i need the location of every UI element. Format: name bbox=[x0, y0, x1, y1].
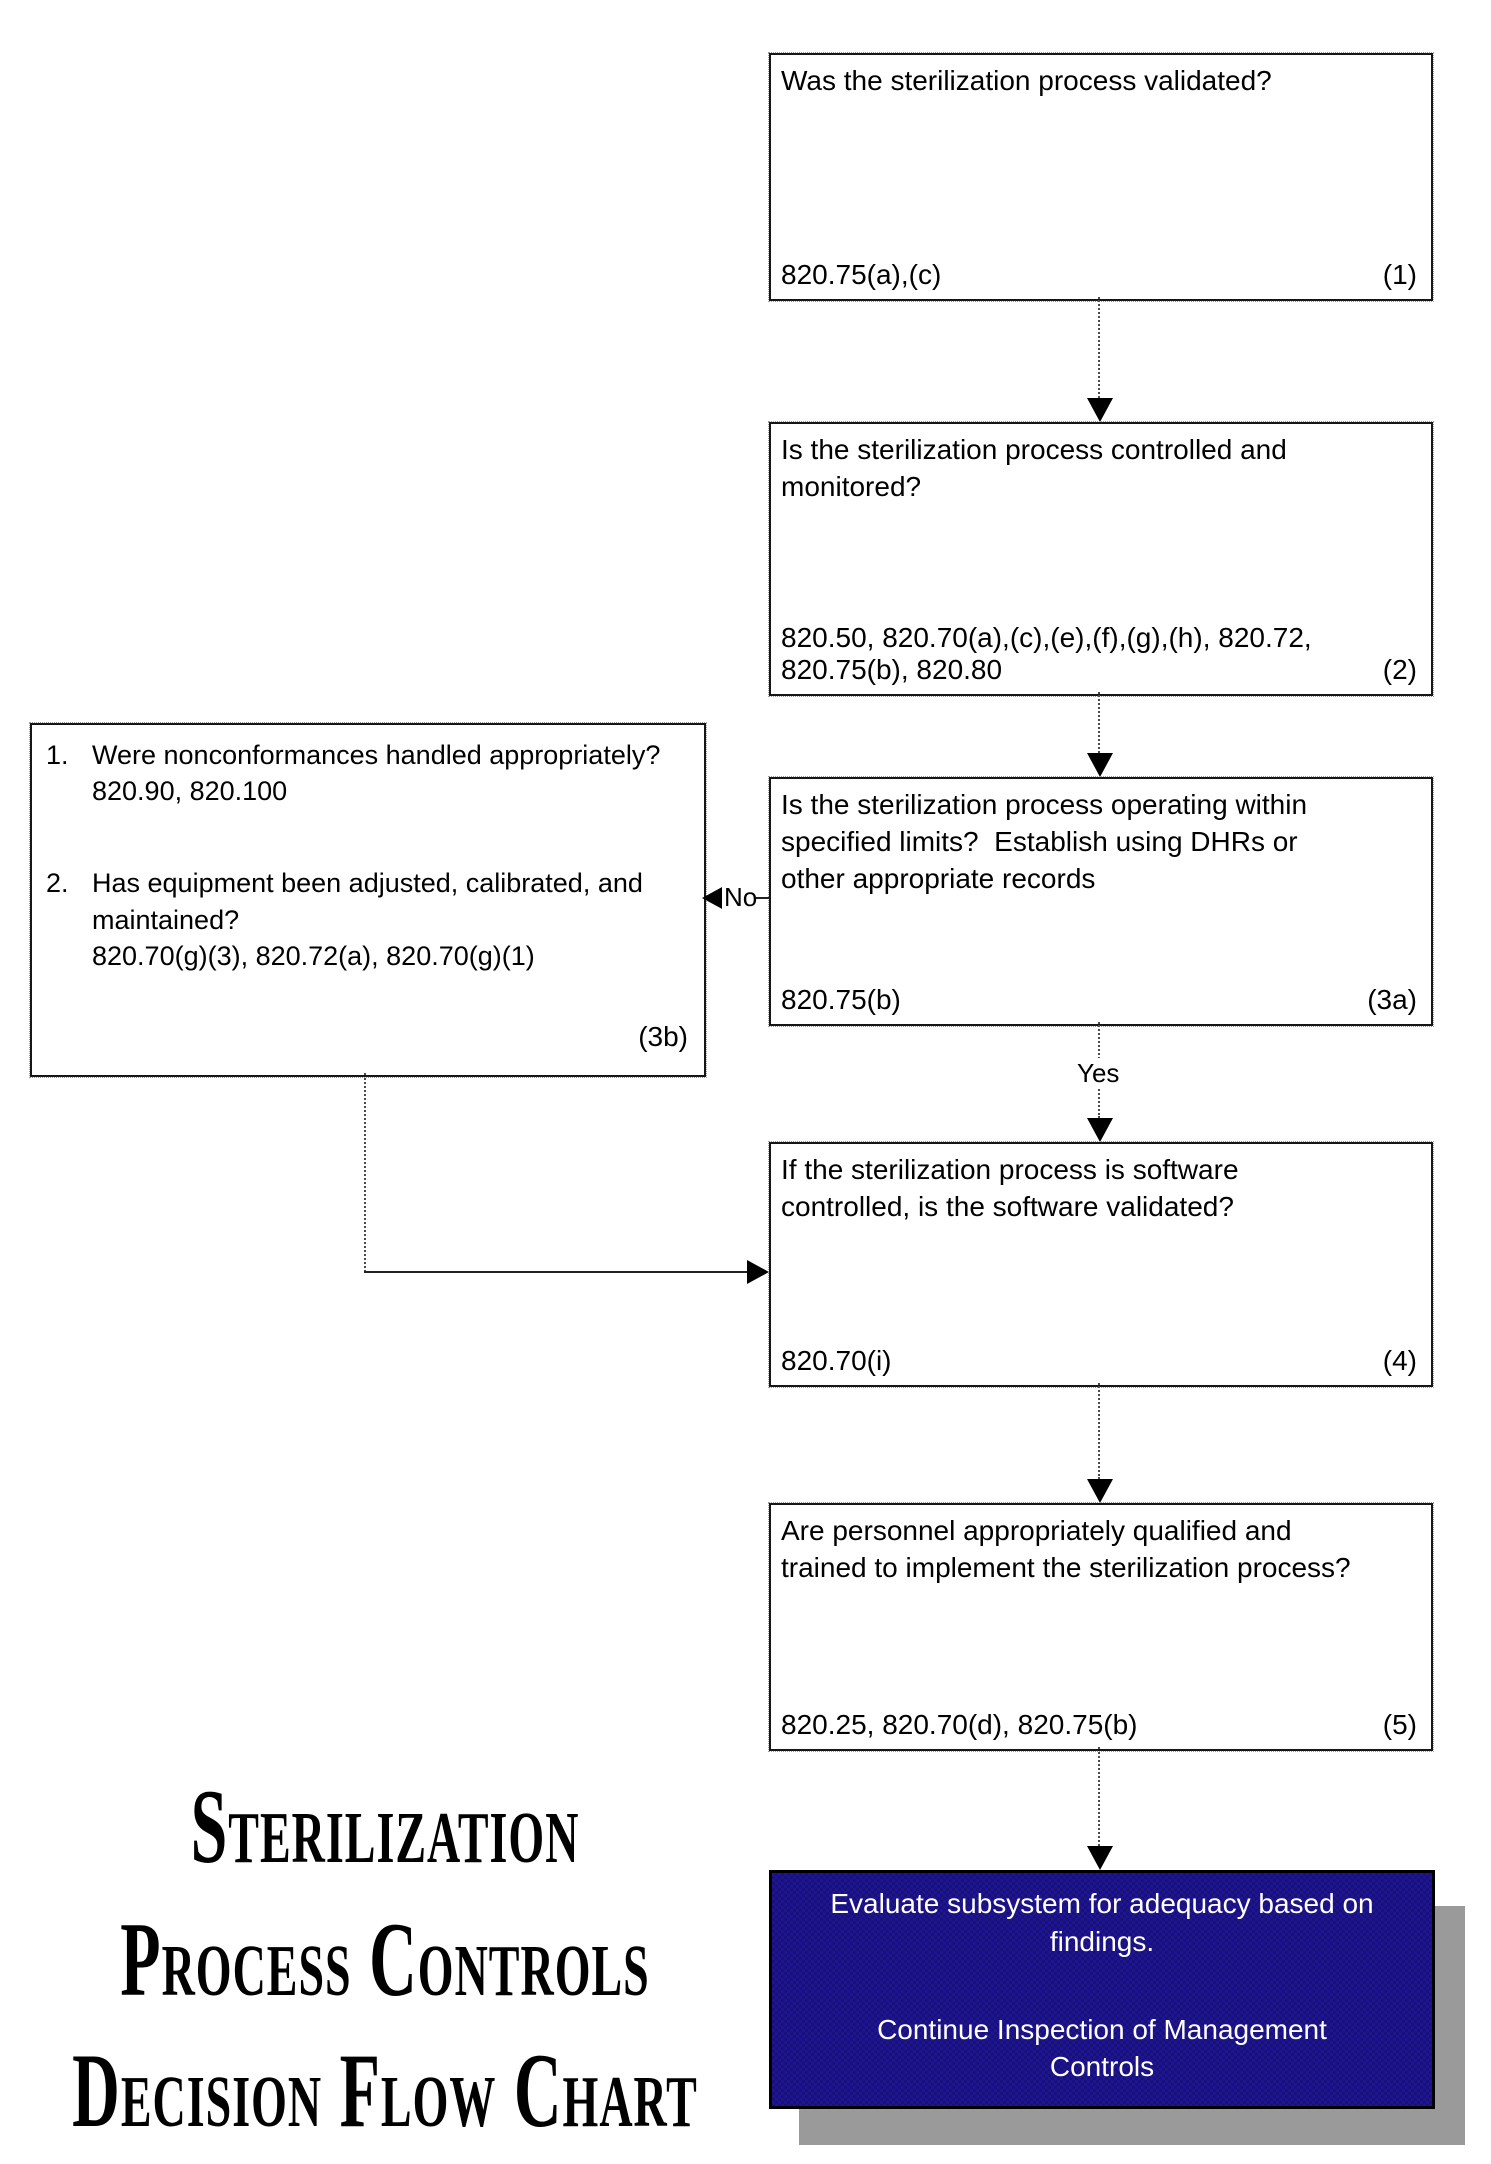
flow-box-3b-nonconformance-equipment: 1. Were nonconformances handled appropri… bbox=[29, 722, 707, 1078]
box5-question: Are personnel appropriately qualified an… bbox=[781, 1515, 1351, 1583]
box4-question: If the sterilization process is software… bbox=[781, 1154, 1239, 1222]
box2-regulation-refs: 820.50, 820.70(a),(c),(e),(f),(g),(h), 8… bbox=[781, 622, 1312, 685]
no-edge-label: No bbox=[722, 882, 760, 913]
chart-title-line-3: Decision Flow Chart bbox=[72, 2033, 698, 2151]
yes-edge-label: Yes bbox=[1072, 1058, 1125, 1089]
box1-question: Was the sterilization process validated? bbox=[781, 65, 1272, 96]
box4-step-number: (4) bbox=[1382, 1345, 1417, 1376]
chart-title-line-1: Sterilization bbox=[190, 1769, 580, 1887]
connector-5-evaluate-line bbox=[1098, 1747, 1100, 1846]
box3b-item2-question: Has equipment been adjusted, calibrated,… bbox=[92, 868, 643, 935]
connector-2-3a-line bbox=[1098, 692, 1100, 753]
box4-regulation-refs: 820.70(i) bbox=[781, 1345, 892, 1376]
continue-inspection-text: Continue Inspection of Management Contro… bbox=[877, 2013, 1327, 2083]
connector-3b-elbow-vertical-line bbox=[364, 1073, 366, 1272]
flow-box-2-controlled-monitored: Is the sterilization process controlled … bbox=[768, 421, 1434, 697]
connector-4-5-line bbox=[1098, 1383, 1100, 1479]
box3b-step-number: (3b) bbox=[638, 1021, 688, 1052]
flow-box-3a-specified-limits: Is the sterilization process operating w… bbox=[768, 776, 1434, 1027]
box3b-item1-regulation-refs: 820.90, 820.100 bbox=[92, 776, 288, 807]
box3a-regulation-refs: 820.75(b) bbox=[781, 984, 901, 1015]
connector-4-5-arrowhead-icon bbox=[1087, 1479, 1113, 1503]
box3a-question: Is the sterilization process operating w… bbox=[781, 789, 1308, 894]
evaluate-findings-text: Evaluate subsystem for adequacy based on… bbox=[830, 1888, 1374, 1957]
box1-step-number: (1) bbox=[1382, 259, 1417, 290]
flow-box-1-validation: Was the sterilization process validated?… bbox=[768, 52, 1434, 302]
connector-3b-elbow-horizontal-line bbox=[364, 1271, 747, 1273]
no-edge-line bbox=[756, 897, 769, 899]
connector-5-evaluate-arrowhead-icon bbox=[1087, 1846, 1113, 1870]
box3b-item-2: 2. Has equipment been adjusted, calibrat… bbox=[46, 865, 690, 937]
flow-box-5-personnel-qualified: Are personnel appropriately qualified an… bbox=[768, 1502, 1434, 1752]
box3b-item2-regulation-refs: 820.70(g)(3), 820.72(a), 820.70(g)(1) bbox=[92, 940, 535, 971]
connector-3b-4-arrowhead-icon bbox=[747, 1260, 769, 1284]
box3a-step-number: (3a) bbox=[1367, 984, 1417, 1015]
box5-step-number: (5) bbox=[1382, 1709, 1417, 1740]
box3b-item2-number: 2. bbox=[46, 868, 69, 899]
chart-title: Sterilization Process Controls Decision … bbox=[18, 1763, 752, 2159]
flow-box-evaluate-subsystem: Evaluate subsystem for adequacy based on… bbox=[769, 1870, 1435, 2109]
box3b-item-1: 1. Were nonconformances handled appropri… bbox=[46, 737, 690, 773]
box3b-item1-question: Were nonconformances handled appropriate… bbox=[92, 740, 661, 770]
no-arrowhead-icon bbox=[702, 886, 724, 910]
box2-step-number: (2) bbox=[1382, 654, 1417, 685]
chart-title-line-2: Process Controls bbox=[120, 1901, 650, 2019]
flow-box-4-software-validated: If the sterilization process is software… bbox=[768, 1141, 1434, 1388]
box3b-content: 1. Were nonconformances handled appropri… bbox=[32, 725, 704, 1075]
box3b-item1-number: 1. bbox=[46, 740, 69, 770]
box5-regulation-refs: 820.25, 820.70(d), 820.75(b) bbox=[781, 1709, 1138, 1740]
connector-1-2-line bbox=[1098, 297, 1100, 398]
box2-question: Is the sterilization process controlled … bbox=[781, 434, 1287, 502]
connector-1-2-arrowhead-icon bbox=[1087, 398, 1113, 422]
box1-regulation-refs: 820.75(a),(c) bbox=[781, 259, 942, 290]
connector-3a-4-arrowhead-icon bbox=[1087, 1118, 1113, 1142]
connector-2-3a-arrowhead-icon bbox=[1087, 753, 1113, 777]
